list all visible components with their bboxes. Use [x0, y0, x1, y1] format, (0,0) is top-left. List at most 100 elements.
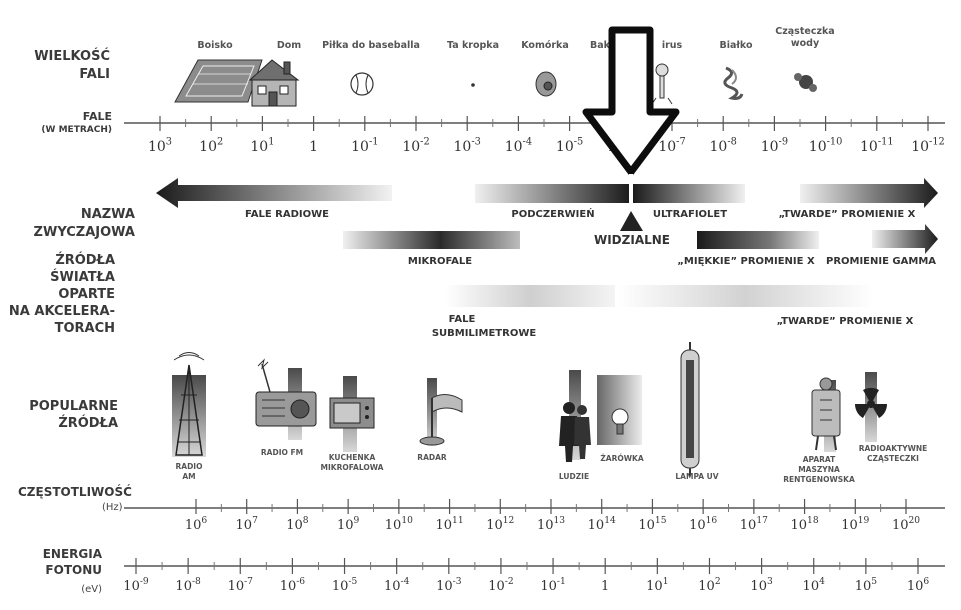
wavelength-tick-label: 10-5 [556, 137, 583, 155]
frequency-tick-label: 1020 [892, 516, 920, 533]
band-label-visible: WIDZIALNE [594, 233, 670, 247]
energy-tick-label: 105 [855, 577, 878, 594]
caption-czasteczka-1: Cząsteczka [775, 26, 834, 37]
source-label-xray-3: RENTGENOWSKA [783, 475, 855, 484]
source-label-radar: RADAR [417, 453, 447, 462]
microwave-oven-illustration [329, 376, 375, 452]
source-label-microwave-1: KUCHENKA [329, 453, 376, 462]
energy-tick-label: 103 [750, 577, 773, 594]
visible-pointer-arrow [582, 26, 680, 205]
label-popular-1: POPULARNE [29, 399, 118, 414]
light-bulb-illustration [597, 375, 642, 445]
band-accelerator-xray [618, 285, 873, 307]
dot-illustration [471, 83, 475, 87]
label-photon-energy-2: FOTONU [45, 563, 102, 577]
label-frequency: CZĘSTOTLIWOŚĆ [18, 484, 132, 499]
caption-boisko: Boisko [197, 40, 233, 51]
label-photon-energy-unit: (eV) [81, 584, 102, 595]
label-accelerator-5: TORACH [55, 321, 115, 336]
wavelength-tick-label: 10-1 [351, 137, 378, 155]
band-label-hard-xray-accelerator: „TWARDE” PROMIENIE X [777, 316, 914, 327]
frequency-ticks [195, 499, 907, 514]
wavelength-tick-label: 102 [199, 137, 223, 155]
source-label-xray-2: MASZYNA [798, 465, 840, 474]
caption-komorka: Komórka [521, 40, 569, 51]
energy-tick-label: 1 [601, 579, 609, 594]
source-label-bulb: ŻARÓWKA [600, 454, 643, 463]
energy-tick-label: 10-5 [332, 577, 358, 594]
size-object-illustrations [174, 59, 817, 107]
protein-illustration [723, 66, 744, 100]
source-label-radioactive-1: RADIOAKTYWNE [859, 444, 928, 453]
left-labels: WIELKOŚĆ FALI FALE (W METRACH) NAZWA ZWY… [9, 48, 135, 595]
frequency-tick-label: 109 [337, 516, 360, 533]
wavelength-tick-label: 10-4 [505, 137, 532, 155]
energy-tick-label: 101 [646, 577, 668, 594]
radar-illustration [419, 378, 463, 446]
frequency-tick-label: 1013 [537, 516, 565, 533]
caption-pilka: Piłka do baseballa [322, 40, 420, 51]
frequency-tick-label: 106 [185, 516, 208, 533]
frequency-tick-label: 1016 [689, 516, 717, 533]
label-frequency-unit: (Hz) [102, 502, 123, 513]
wavelength-tick-label: 10-8 [710, 137, 737, 155]
cell-illustration [535, 71, 557, 97]
band-label-ultraviolet: ULTRAFIOLET [653, 209, 727, 220]
band-label-soft-xray: „MIĘKKIE” PROMIENIE X [677, 256, 815, 267]
label-accelerator-1: ŹRÓDŁA [55, 252, 115, 268]
virus-illustration [651, 63, 673, 105]
frequency-tick-label: 107 [236, 516, 259, 533]
label-wavelength-2: FALI [79, 67, 110, 82]
source-label-xray-1: APARAT [803, 455, 836, 464]
band-submm [445, 285, 615, 307]
label-accelerator-3: OPARTE [58, 287, 115, 302]
uv-lamp-illustration [680, 342, 700, 476]
band-radio-arrow [156, 178, 392, 208]
caption-bakteria: Bak [590, 40, 611, 51]
energy-tick-label: 106 [907, 577, 930, 594]
wavelength-tick-label: 10-3 [454, 137, 481, 155]
frequency-tick-label: 1011 [436, 516, 464, 533]
wavelength-tick-label: 10-9 [761, 137, 788, 155]
band-hard-xray-arrow [800, 178, 938, 208]
xray-machine-illustration [811, 377, 841, 452]
wavelength-tick-label: 10-10 [809, 137, 843, 155]
energy-ticks [135, 558, 919, 574]
band-label-microwave: MIKROFALE [408, 256, 472, 267]
people-illustration [559, 370, 591, 462]
wavelength-tick-label: 1 [309, 139, 318, 155]
energy-tick-label: 102 [698, 577, 720, 594]
caption-czasteczka-2: wody [791, 38, 820, 49]
baseball-illustration [350, 72, 374, 96]
label-waves-unit: (W METRACH) [41, 125, 112, 135]
accelerator-bands: FALE SUBMILIMETROWE „TWARDE” PROMIENIE X [432, 285, 914, 339]
wavelength-tick-label: 10-2 [402, 137, 429, 155]
energy-tick-label: 10-9 [123, 577, 149, 594]
visible-triangle [620, 211, 643, 231]
label-common-name-2: ZWYCZAJOWA [34, 225, 135, 240]
energy-tick-label: 10-7 [228, 577, 254, 594]
frequency-tick-label: 1017 [740, 516, 768, 533]
wavelength-tick-label: 101 [250, 137, 274, 155]
frequency-tick-label: 1018 [791, 516, 819, 533]
label-common-name-1: NAZWA [81, 207, 135, 222]
frequency-tick-label: 1014 [588, 516, 616, 533]
band-label-submm-1: FALE [449, 314, 476, 325]
band-soft-xray [697, 231, 819, 249]
radio-am-tower-illustration [172, 352, 206, 457]
water-molecule-illustration [794, 73, 817, 92]
wavelength-tick-label: 10-11 [860, 137, 894, 155]
energy-tick-label: 10-2 [488, 577, 513, 594]
band-microwave [343, 231, 520, 249]
band-label-gamma: PROMIENIE GAMMA [826, 256, 936, 267]
wavelength-tick-label: 10-12 [911, 137, 945, 155]
band-label-submm-2: SUBMILIMETROWE [432, 328, 537, 339]
wavelength-axis: 103102101110-110-210-310-410-510-610-710… [124, 116, 945, 155]
wavelength-tick-labels: 103102101110-110-210-310-410-510-610-710… [148, 137, 945, 155]
label-accelerator-4: NA AKCELERA- [9, 304, 115, 319]
energy-tick-label: 10-8 [175, 577, 201, 594]
common-name-bands: FALE RADIOWE PODCZERWIEŃ ULTRAFIOLET „TW… [156, 178, 938, 267]
